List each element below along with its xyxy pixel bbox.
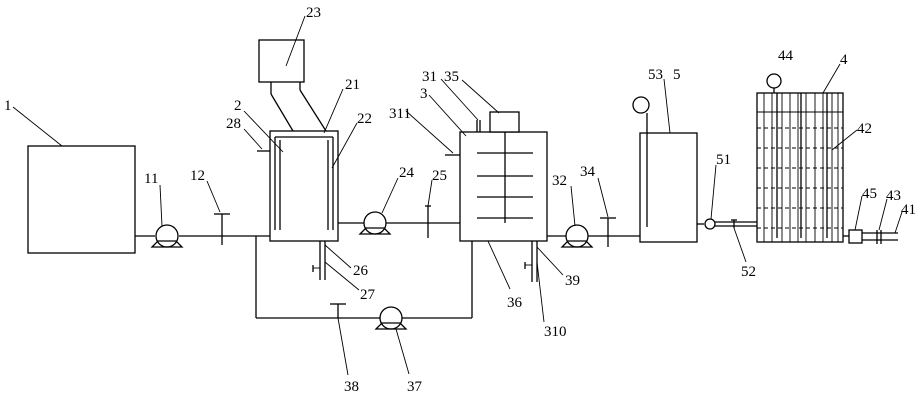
leader-12 [206, 180, 221, 213]
media-42 [757, 93, 843, 242]
label-4: 4 [840, 52, 848, 68]
label-311: 311 [389, 106, 411, 122]
label-26: 26 [353, 263, 369, 279]
leader-41 [894, 211, 903, 234]
label-5: 5 [673, 67, 681, 83]
label-42: 42 [857, 121, 872, 137]
valve-25 [425, 205, 431, 238]
label-12: 12 [190, 168, 205, 184]
leader-2 [243, 110, 284, 153]
pump-24 [358, 211, 392, 235]
label-22: 22 [357, 111, 372, 127]
valve-38 [330, 303, 346, 318]
tank-5 [639, 132, 698, 243]
label-310: 310 [544, 324, 567, 340]
leader-31 [440, 78, 479, 121]
vessel-2 [269, 130, 339, 242]
leader-311 [405, 110, 454, 154]
gauge-44 [766, 73, 782, 93]
valve-43 [876, 230, 882, 244]
label-11: 11 [144, 171, 158, 187]
label-32: 32 [552, 173, 567, 189]
gauge-53 [632, 96, 650, 227]
leader-37 [395, 328, 410, 375]
label-27: 27 [360, 287, 376, 303]
pump-32 [560, 224, 594, 248]
valve-52 [731, 219, 737, 228]
label-1: 1 [4, 98, 12, 114]
valve-12 [214, 213, 230, 245]
leader-32 [570, 185, 576, 227]
box-23 [258, 39, 305, 83]
leader-24 [381, 177, 399, 214]
reactor-3 [459, 131, 548, 242]
label-51: 51 [716, 152, 731, 168]
leader-43 [878, 198, 888, 231]
leader-34 [597, 177, 609, 218]
label-28: 28 [226, 116, 241, 132]
fitting-45 [848, 229, 863, 244]
label-34: 34 [580, 164, 596, 180]
leader-27 [324, 261, 360, 291]
leader-52 [733, 227, 747, 263]
leader-23 [285, 15, 306, 67]
leader-310 [536, 261, 545, 323]
label-2: 2 [234, 98, 242, 114]
label-24: 24 [399, 165, 415, 181]
leader-21 [323, 88, 344, 134]
leader-5 [663, 78, 671, 134]
pump-11 [150, 224, 184, 248]
liner-22 [274, 136, 334, 230]
label-36: 36 [507, 295, 523, 311]
leader-25 [427, 179, 433, 207]
leader-35 [461, 79, 500, 114]
funnel-23 [270, 82, 327, 132]
leader-26 [324, 244, 352, 269]
label-21: 21 [345, 77, 360, 93]
valve-34 [600, 217, 616, 247]
leader-3 [428, 94, 467, 137]
motor-35 [489, 111, 520, 133]
leader-11 [159, 184, 163, 227]
stirrer-36 [477, 132, 533, 223]
fitting-51 [704, 218, 716, 230]
pump-37 [374, 306, 408, 330]
label-23: 23 [306, 5, 321, 21]
label-53: 53 [648, 67, 663, 83]
label-44: 44 [778, 48, 794, 64]
tank-1 [27, 145, 136, 254]
leader-45 [854, 195, 863, 231]
label-37: 37 [407, 379, 423, 395]
leader-51 [710, 164, 717, 220]
leader-38 [337, 317, 349, 376]
label-35: 35 [444, 69, 459, 85]
label-3: 3 [420, 86, 428, 102]
leader-42 [831, 129, 858, 151]
leader-4 [822, 63, 841, 94]
bioreactor-4 [756, 92, 844, 243]
leader-28 [243, 128, 263, 150]
label-45: 45 [862, 186, 877, 202]
label-31: 31 [422, 69, 437, 85]
leader-1 [12, 106, 63, 147]
label-43: 43 [886, 188, 901, 204]
label-52: 52 [741, 264, 756, 280]
leader-39 [536, 246, 564, 276]
label-39: 39 [565, 273, 580, 289]
label-41: 41 [901, 202, 916, 218]
label-25: 25 [432, 168, 447, 184]
leader-22 [331, 122, 358, 169]
leader-36 [487, 240, 511, 290]
label-38: 38 [344, 379, 359, 395]
